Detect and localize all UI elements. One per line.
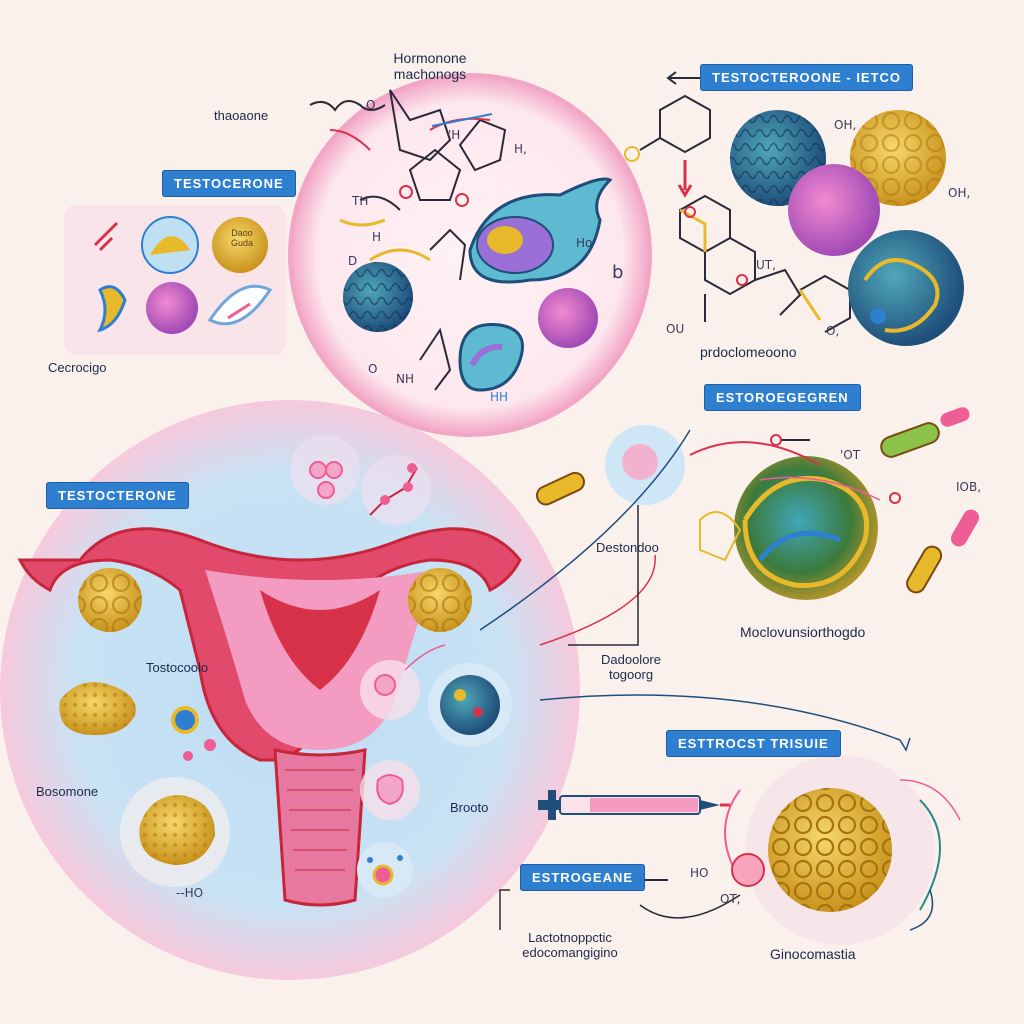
- label-testosterone-left: TESTOCERONE: [162, 170, 296, 197]
- chem-h-top: 'H: [448, 128, 461, 142]
- pink-cell-top-right: [788, 164, 880, 256]
- small-blue-dot: [171, 706, 199, 734]
- chem-b: b: [612, 262, 624, 283]
- mitochondrion-large: [468, 177, 613, 284]
- arrow-red-middle: [539, 554, 656, 646]
- cell-thumb-2: [212, 217, 268, 273]
- caption-lactotropic: Lactotnoppctic edocomangigino: [522, 930, 618, 960]
- chem-h-right: H,: [514, 142, 527, 156]
- chem-th: TH: [352, 194, 369, 208]
- chem-o-right: O,: [826, 324, 840, 338]
- thumbnail-panel: [64, 205, 286, 355]
- caption-hormone-mechanism: Hormonone machonogs: [393, 50, 467, 82]
- caption-destondoo: Destondoo: [596, 540, 659, 555]
- chem-oh-top: OH,: [834, 118, 857, 132]
- pill-top-right: [880, 422, 940, 458]
- caption-bosomone: Bosomone: [36, 784, 99, 799]
- arrow-to-estrogen: [479, 429, 691, 631]
- caption-moclovunshorthogdo: Moclovunsiorthogdo: [740, 624, 866, 640]
- label-estrogen-right: ESTOROEGEGREN: [704, 384, 861, 411]
- caption-cecrocigo: Cecrocigo: [48, 360, 107, 375]
- caption-prdoclomeoono: prdoclomeoono: [700, 344, 797, 360]
- chem-oh-mid: OH,: [948, 186, 971, 200]
- arrow-top-1: [431, 113, 493, 127]
- uterus-illustration: [17, 527, 522, 907]
- chem-ho: Ho: [576, 236, 593, 250]
- chem-o-top: O: [366, 98, 376, 112]
- chem-o-mid: O: [368, 362, 378, 376]
- molecule-network: [309, 89, 507, 391]
- chem-ou: OU: [666, 322, 685, 336]
- cell-thumb-4: [146, 282, 198, 334]
- caption-ginocomastia: Ginocomastia: [770, 946, 856, 962]
- chem-iob: IOB,: [956, 480, 982, 494]
- label-estrogen-tissue: ESTTROCST TRISUIE: [666, 730, 841, 757]
- label-testosterone-top-right: TESTOCTEROONE - IETCO: [700, 64, 914, 91]
- mitochondrion-small: [458, 322, 524, 392]
- chem-ho-small: --HO: [176, 886, 204, 900]
- chem-ut: UT,: [756, 258, 776, 272]
- chem-ho-bottom: HO: [690, 866, 709, 880]
- cell-thumb-3: [97, 285, 127, 333]
- pink-cell-small: [538, 288, 598, 348]
- label-estrogen-bottom: ESTROGEANE: [520, 864, 646, 891]
- caption-brooto: Brooto: [450, 800, 489, 815]
- label-testosterone-main: TESTOCTERONE: [46, 482, 189, 509]
- pill-left: [535, 471, 585, 506]
- pill-right: [906, 545, 943, 594]
- caption-tostocoolo: Tostocoolo: [146, 660, 209, 675]
- caption-thumb: Daoo Guda: [230, 228, 254, 248]
- benzene-molecule: [624, 94, 711, 162]
- chem-hh: HH: [490, 390, 509, 404]
- chem-d: D: [348, 254, 358, 268]
- chem-ot-bottom: OT,: [720, 892, 741, 906]
- caption-dadoolore: Dadoolore togoorg: [601, 652, 661, 682]
- arrow-to-tissue: [539, 694, 901, 741]
- cell-thumb-5: [207, 284, 273, 326]
- syringe-icon: [538, 790, 730, 820]
- chem-nh: NH: [396, 372, 414, 386]
- caption-thaoaone: thaoaone: [214, 108, 269, 123]
- red-line-icon: [93, 221, 119, 252]
- chem-ot-right: 'OT: [840, 448, 861, 462]
- chem-h-left: H: [372, 230, 382, 244]
